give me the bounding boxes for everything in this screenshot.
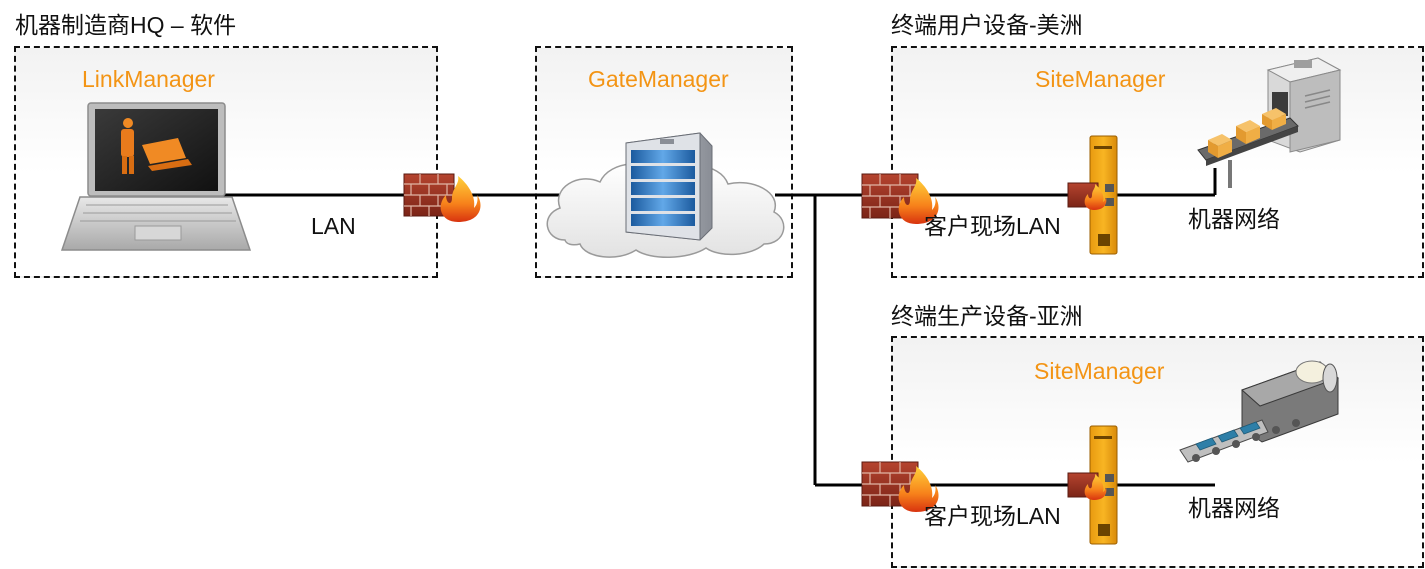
firewall-icon-americas xyxy=(861,173,939,224)
firewall-icon-asia xyxy=(861,461,939,512)
server-icon xyxy=(625,132,713,241)
sitemanager-device-icon-asia xyxy=(1067,425,1118,545)
site-asia-caption: 终端生产设备-亚洲 xyxy=(891,303,1083,329)
lan-label-hq: LAN xyxy=(311,213,356,239)
site-lan-label-asia: 客户现场LAN xyxy=(924,503,1061,529)
linkmanager-label: LinkManager xyxy=(82,66,215,92)
printing-machine-icon xyxy=(1179,360,1339,463)
hq-caption: 机器制造商HQ – 软件 xyxy=(15,12,237,38)
laptop-icon xyxy=(60,102,252,251)
gatemanager-label: GateManager xyxy=(588,66,729,92)
machine-network-label-americas: 机器网络 xyxy=(1188,206,1280,232)
sitemanager-asia-label: SiteManager xyxy=(1034,358,1165,384)
sitemanager-device-icon-americas xyxy=(1067,135,1118,255)
firewall-icon-hq xyxy=(403,173,481,222)
site-lan-label-americas: 客户现场LAN xyxy=(924,213,1061,239)
machine-network-label-asia: 机器网络 xyxy=(1188,495,1280,521)
sitemanager-americas-label: SiteManager xyxy=(1035,66,1166,92)
conveyor-machine-icon xyxy=(1197,57,1342,188)
site-americas-caption: 终端用户设备-美洲 xyxy=(891,12,1083,38)
